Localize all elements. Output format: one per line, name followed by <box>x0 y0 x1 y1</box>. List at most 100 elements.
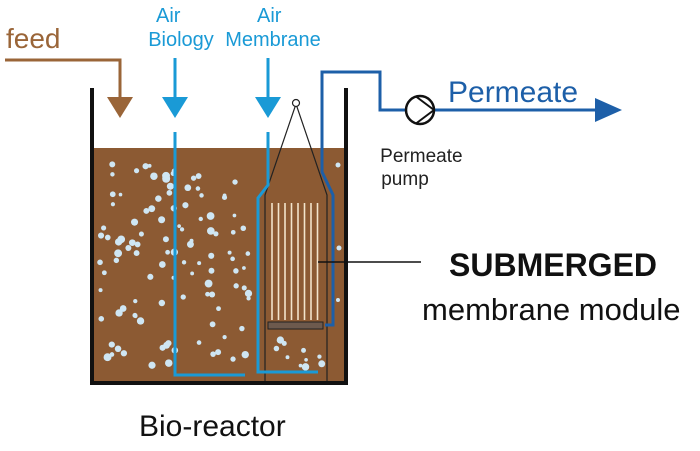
bubble <box>180 294 186 300</box>
bubble <box>216 306 221 312</box>
bubble <box>120 350 128 357</box>
bubble <box>142 163 149 170</box>
bubble <box>335 162 341 168</box>
bubble <box>143 208 150 214</box>
bubble <box>273 345 280 352</box>
bubble <box>233 283 239 289</box>
bubble <box>298 363 303 368</box>
bubble <box>181 260 187 265</box>
bubble <box>109 352 115 357</box>
bubble <box>162 171 170 180</box>
bubble <box>205 291 210 297</box>
air-membrane-label: Air Membrane <box>225 5 321 51</box>
bubble <box>244 289 253 298</box>
bubble <box>301 347 306 353</box>
bubble <box>165 249 170 255</box>
air-bubbles <box>97 161 342 371</box>
bubble <box>195 173 202 179</box>
bubble <box>136 317 145 325</box>
bubble <box>101 270 107 276</box>
bubble <box>242 266 246 270</box>
bubble <box>285 355 290 360</box>
bubble <box>241 285 247 291</box>
bubble <box>209 321 216 328</box>
bubble <box>119 305 127 312</box>
bubble <box>148 205 156 213</box>
bubble <box>150 172 158 180</box>
bubble <box>215 349 222 356</box>
bubble <box>304 357 308 362</box>
membrane-header <box>267 321 324 330</box>
bubble <box>232 179 238 185</box>
bubble <box>186 240 194 248</box>
bubble <box>184 184 192 192</box>
bubble <box>131 218 139 226</box>
bubble <box>227 250 232 255</box>
membrane-housing <box>264 98 328 383</box>
bubble <box>103 353 112 362</box>
air-biology-label: Air Biology <box>148 5 214 51</box>
feed-pipe <box>5 58 133 118</box>
bubble <box>197 261 202 266</box>
bubble <box>165 359 173 367</box>
bubble <box>108 341 115 348</box>
bubble <box>199 193 204 198</box>
bubble <box>101 225 107 231</box>
bubble <box>133 250 140 256</box>
feed-label: feed <box>6 23 61 54</box>
bubble <box>317 354 322 359</box>
bubble <box>190 175 197 181</box>
bubble <box>209 291 216 298</box>
bubble <box>241 350 249 359</box>
bubble <box>336 298 340 302</box>
bubble <box>113 257 120 264</box>
bubble <box>125 245 132 252</box>
bubble <box>230 229 236 235</box>
bubble <box>179 227 185 232</box>
permeate-pipe <box>320 70 406 327</box>
bubble <box>148 361 156 369</box>
bubble <box>210 351 216 357</box>
permeate-pump-icon <box>404 94 436 126</box>
bubble <box>213 231 219 237</box>
bubble <box>166 182 174 190</box>
bubble <box>318 360 326 368</box>
bubble <box>204 279 213 288</box>
sludge-liquid <box>93 148 346 382</box>
bubble <box>117 235 126 244</box>
bubble <box>230 256 235 262</box>
bubble <box>115 309 123 317</box>
bubble <box>196 340 202 345</box>
bubble <box>198 216 203 222</box>
bubble <box>221 194 228 201</box>
bubble <box>246 296 251 301</box>
membrane-fibers <box>271 203 319 320</box>
bubble <box>230 356 236 362</box>
bubble <box>158 216 166 224</box>
bubble <box>155 195 162 202</box>
bubble <box>97 232 105 239</box>
bubble <box>133 298 138 304</box>
bubble <box>206 227 215 235</box>
bubble <box>276 336 285 344</box>
bubble <box>114 345 122 353</box>
bubble <box>208 252 215 259</box>
air-membrane-line <box>256 58 318 374</box>
bubble <box>98 316 105 322</box>
bubble <box>110 202 116 207</box>
bubble <box>147 273 154 280</box>
bubble <box>118 192 123 197</box>
bubble <box>110 172 115 177</box>
bubble <box>195 186 201 191</box>
bubble <box>134 241 141 248</box>
permeate-pump-label: Permeate pump <box>380 146 468 190</box>
bubble <box>159 261 166 268</box>
bubble <box>158 299 166 307</box>
bubble <box>133 168 140 174</box>
permeate-label: Permeate <box>448 76 578 109</box>
bubble <box>98 288 103 293</box>
permeate-arrow-icon <box>595 98 622 122</box>
bubble <box>114 249 123 258</box>
bubble <box>138 231 144 237</box>
bubble <box>281 340 287 346</box>
